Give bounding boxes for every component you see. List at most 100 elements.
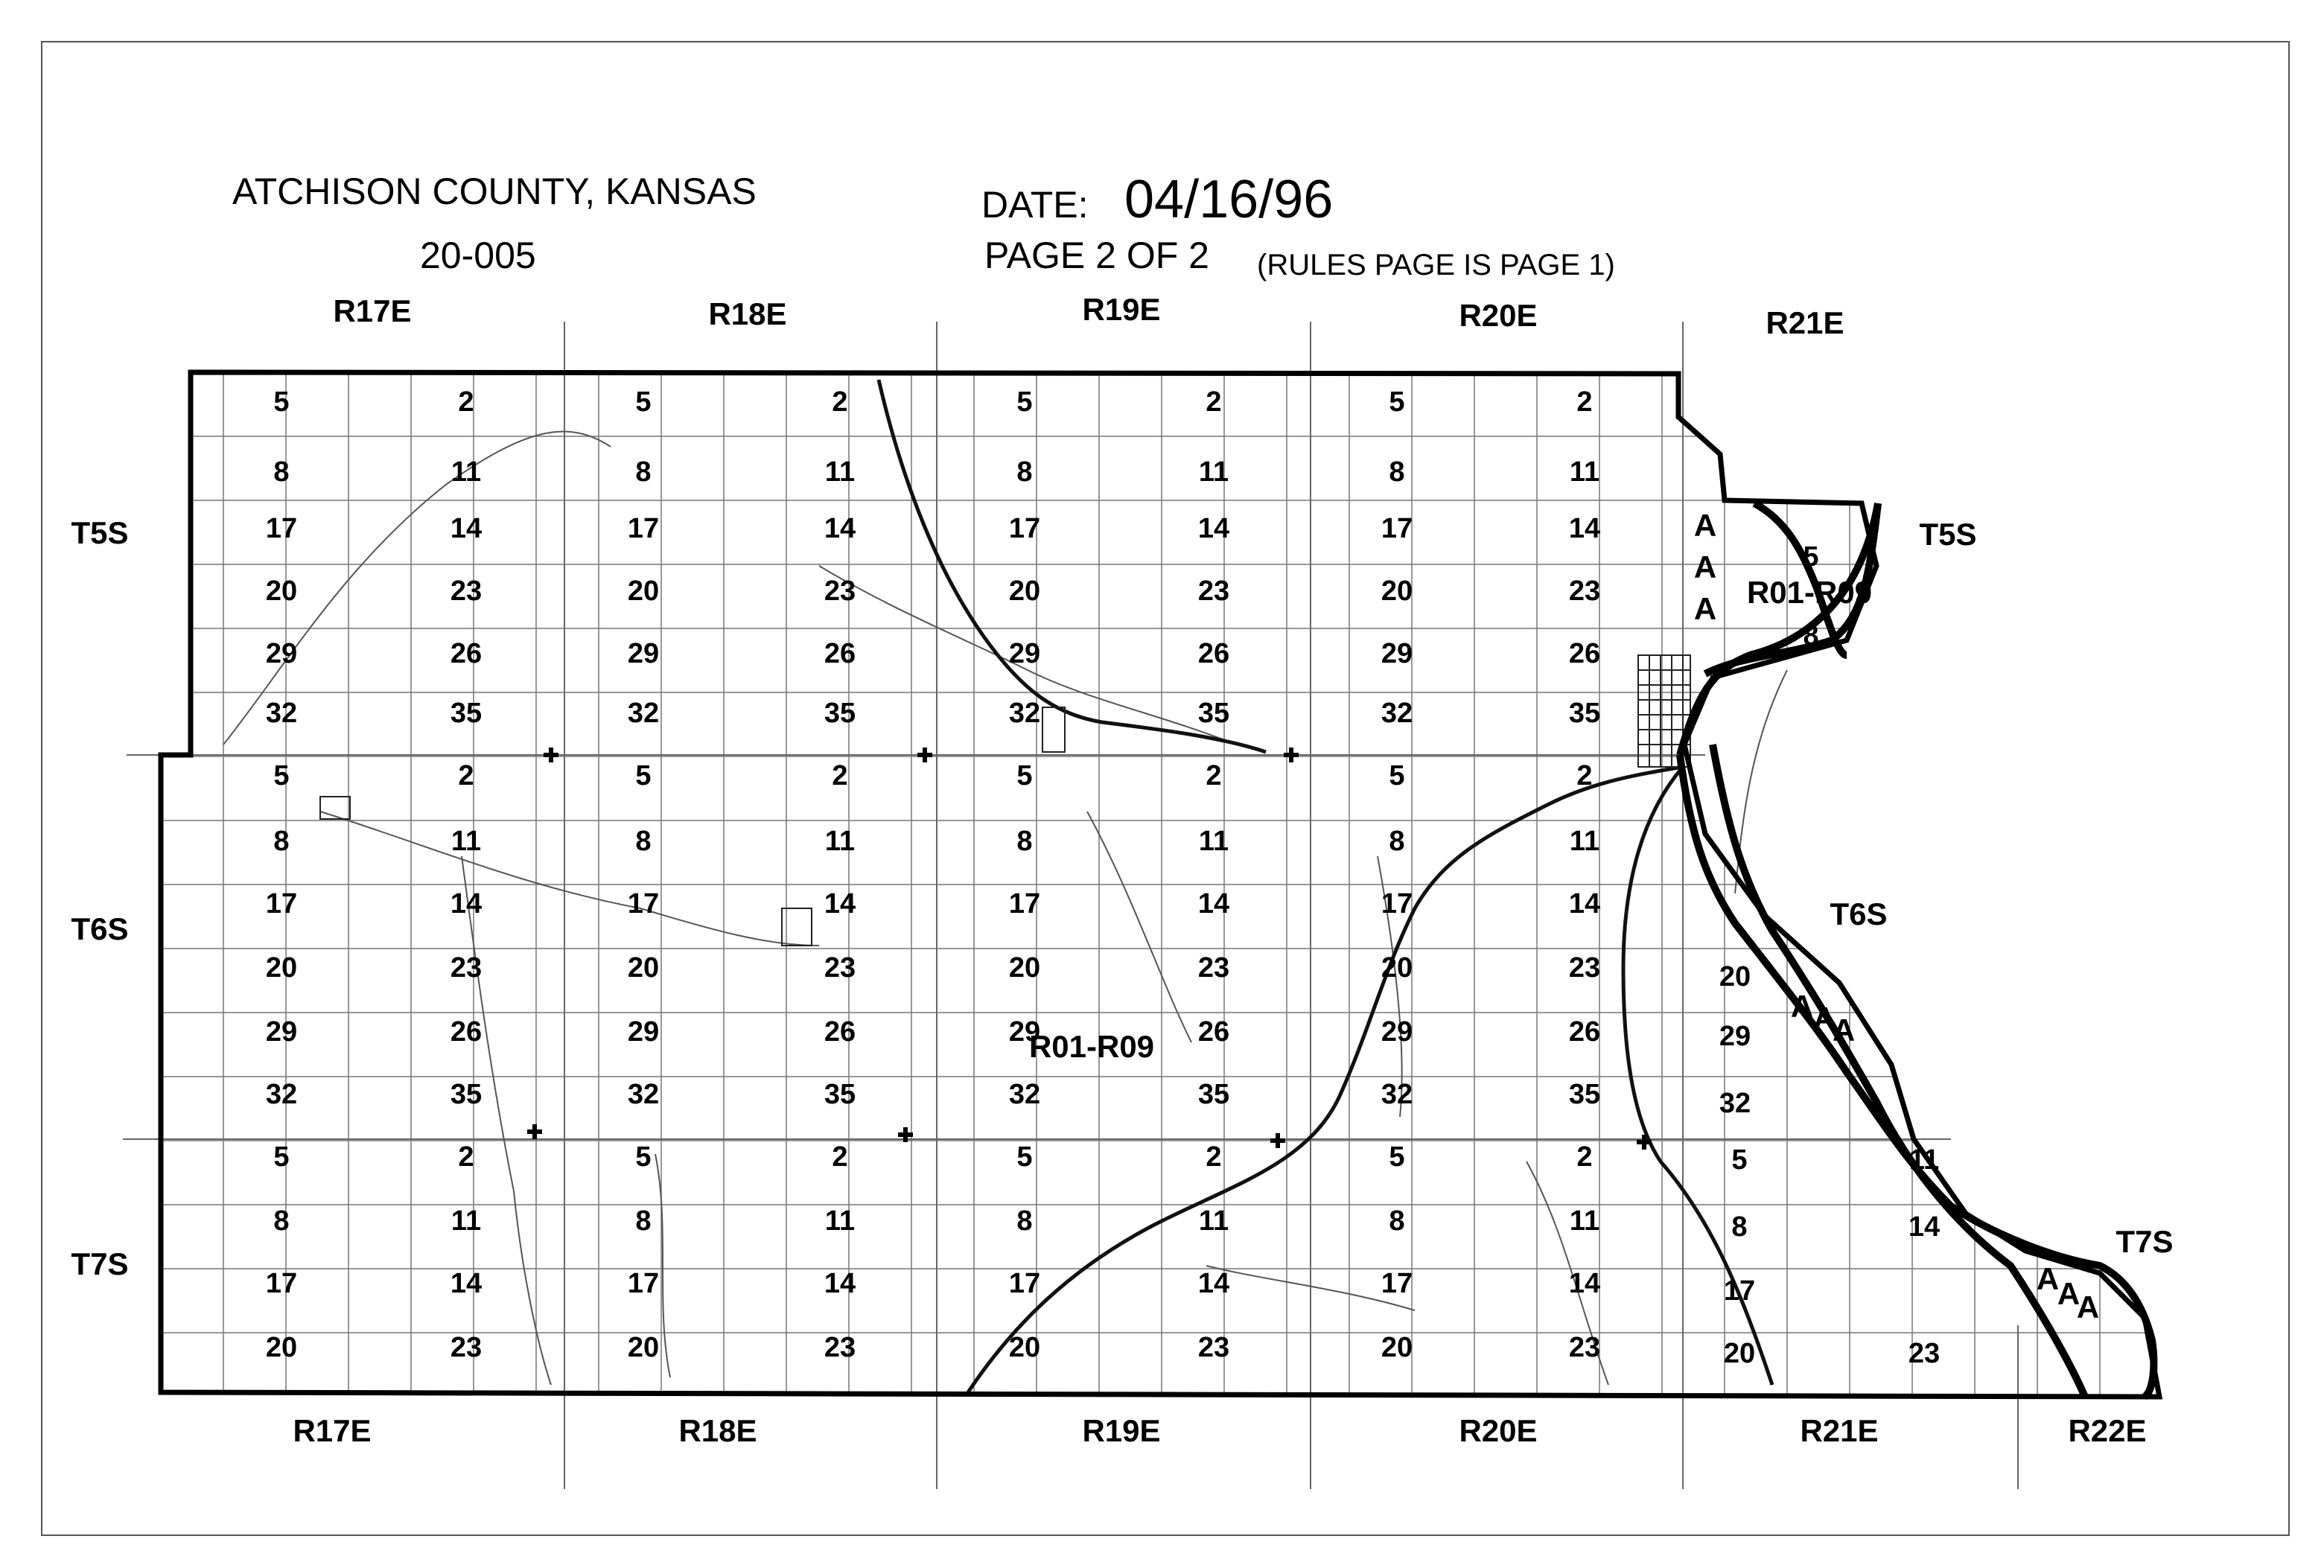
section-number: 26: [451, 638, 482, 669]
section-number: 20: [1381, 1332, 1413, 1363]
section-number: 23: [1569, 952, 1600, 984]
section-number: 11: [825, 1205, 855, 1237]
flood-zone-label: A: [1694, 591, 1716, 626]
section-number: 20: [1381, 952, 1413, 984]
atchison-city-grid: [319, 654, 1691, 946]
section-number: 5: [1016, 386, 1032, 418]
range-label-bottom: R21E: [1800, 1413, 1878, 1448]
township-label-left: T6S: [71, 911, 128, 946]
section-number: 2: [1206, 1141, 1221, 1173]
section-number: 11: [1570, 826, 1599, 857]
section-number: 26: [1569, 638, 1600, 669]
section-number: 20: [1719, 961, 1751, 992]
range-label-bottom: R19E: [1082, 1413, 1160, 1448]
section-number: 11: [1199, 826, 1229, 857]
section-number: 2: [1206, 760, 1221, 791]
range-label-bottom: R22E: [2068, 1413, 2146, 1448]
section-number: 2: [458, 760, 474, 791]
section-number: 5: [273, 1141, 289, 1173]
missouri-river: [1676, 500, 2158, 1400]
section-number: 35: [1198, 698, 1229, 729]
section-number: 23: [1198, 576, 1229, 607]
section-number: 11: [825, 826, 855, 857]
section-number: 8: [635, 826, 651, 857]
section-number: 32: [1381, 1079, 1413, 1110]
section-number: 23: [824, 1332, 856, 1363]
section-number: 23: [1908, 1338, 1940, 1369]
range-label-bottom: R17E: [293, 1413, 371, 1448]
section-number: 17: [1009, 888, 1040, 920]
section-number: 23: [1198, 1332, 1229, 1363]
section-number: 2: [458, 1141, 474, 1173]
section-number: 29: [266, 638, 297, 669]
section-number: 35: [1198, 1079, 1229, 1110]
section-number: 23: [451, 576, 482, 607]
section-number: 8: [1803, 620, 1818, 651]
section-number: 32: [628, 1079, 659, 1110]
page-note: (RULES PAGE IS PAGE 1): [1257, 249, 1615, 281]
township-corner-markers: [527, 748, 1652, 1150]
section-number: 17: [1381, 1268, 1413, 1299]
section-number: 35: [451, 1079, 482, 1110]
section-number: 26: [1198, 638, 1229, 669]
section-number: 14: [824, 513, 856, 544]
county-boundary: [158, 369, 2163, 1400]
range-label-bottom: R18E: [678, 1413, 757, 1448]
section-number: 2: [1576, 1141, 1592, 1173]
section-number: 23: [451, 1332, 482, 1363]
section-number: 23: [1569, 1332, 1600, 1363]
range-label-top: R21E: [1766, 305, 1844, 340]
section-number: 11: [1909, 1144, 1939, 1176]
section-number: 17: [266, 888, 297, 920]
section-grid: [161, 372, 2159, 1397]
section-number: 17: [628, 1268, 659, 1299]
page-label: PAGE 2 OF 2: [984, 235, 1209, 276]
township-label-right: T7S: [2116, 1224, 2173, 1259]
section-number: 26: [1569, 1016, 1600, 1048]
section-number: 20: [1009, 1332, 1040, 1363]
section-number: 5: [1016, 1141, 1032, 1173]
section-number: 20: [628, 576, 659, 607]
section-number: 17: [1381, 888, 1413, 920]
section-number: 17: [628, 513, 659, 544]
range-label-top: R20E: [1459, 298, 1537, 333]
section-number: 8: [635, 456, 651, 488]
rate-area-label-small: R01-R09: [1747, 575, 1872, 610]
section-number: 20: [266, 576, 297, 607]
date-value: 04/16/96: [1124, 170, 1334, 229]
section-number: 23: [824, 576, 856, 607]
section-number: 11: [451, 1205, 481, 1237]
section-number: 20: [266, 1332, 297, 1363]
section-number: 14: [1908, 1211, 1940, 1243]
section-number: 11: [1570, 456, 1599, 488]
flood-zone-label: A: [1791, 989, 1813, 1024]
section-number: 32: [1009, 698, 1040, 729]
section-number: 32: [266, 1079, 297, 1110]
township-label-right: T6S: [1830, 896, 1887, 931]
section-number: 14: [1569, 1268, 1600, 1299]
section-number: 5: [1389, 1141, 1404, 1173]
flood-zone-label: A: [2057, 1276, 2080, 1311]
document-number: 20-005: [420, 235, 536, 276]
flood-zone-label: A: [1694, 549, 1716, 584]
section-number: 5: [635, 386, 651, 418]
section-number: 2: [832, 386, 847, 418]
section-number: 8: [273, 826, 289, 857]
flood-zone-label: A: [2037, 1261, 2059, 1296]
section-number: 29: [1009, 1016, 1040, 1048]
section-number: 35: [1569, 1079, 1600, 1110]
section-number: 14: [824, 1268, 856, 1299]
stream-network: [223, 430, 1788, 1386]
county-title: ATCHISON COUNTY, KANSAS: [232, 170, 757, 212]
section-number: 29: [628, 638, 659, 669]
section-number: 8: [1016, 456, 1032, 488]
section-number: 8: [1389, 826, 1404, 857]
rate-area-label: R01-R09: [1029, 1029, 1154, 1064]
section-number: 32: [266, 698, 297, 729]
section-number: 8: [1389, 456, 1404, 488]
section-number: 14: [1198, 1268, 1229, 1299]
section-number: 23: [1569, 576, 1600, 607]
section-number: 2: [1576, 760, 1592, 791]
section-number: 5: [1731, 1144, 1747, 1176]
